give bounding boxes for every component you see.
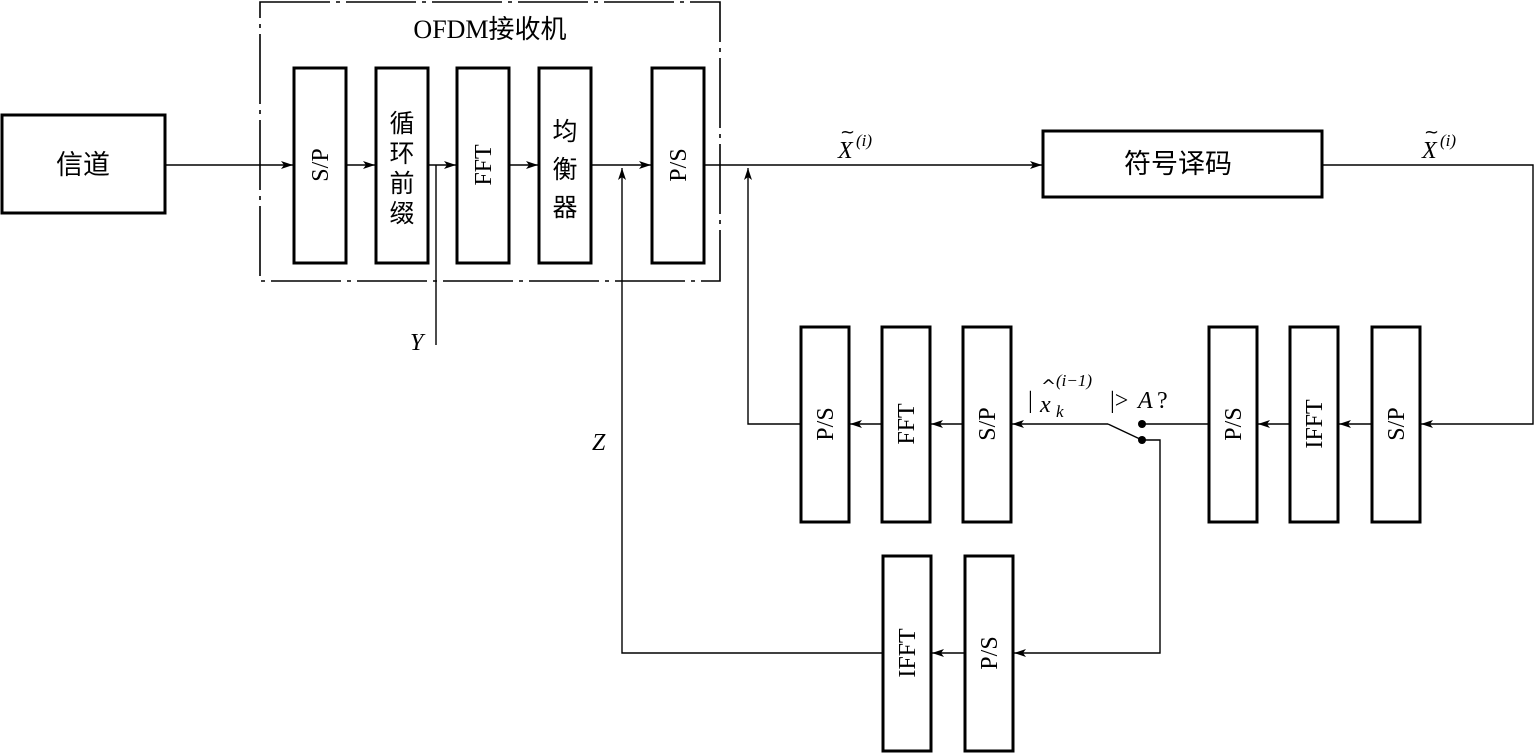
cp-chars-char: 前 [389,169,414,198]
svg-text:k: k [1056,402,1064,421]
y-label: Y [410,330,426,356]
svg-text:A: A [1136,388,1153,414]
ps-label-rx: P/S [666,148,692,181]
fft-label-rx: FFT [471,144,497,186]
equalizer-label: 均衡器 [552,117,577,222]
cp-chars-char: 循 [389,109,414,138]
svg-text:(i): (i) [1440,131,1456,150]
sp-block-mid [961,325,1013,524]
ps-label-mid: P/S [813,407,839,440]
x-main-tilde: ~ [840,122,855,143]
sp-block-fb [1370,325,1422,524]
ps-label-low: P/S [977,636,1003,669]
x-fb-label: X ~ (i) [1421,122,1456,164]
switch-blade [1107,423,1143,441]
x-fb-tilde: ~ [1424,122,1439,143]
eq-chars-char: 均 [552,117,577,146]
receiver-frame [259,1,721,282]
decoder-label: 符号译码 [1124,149,1232,180]
x-main-label: X ~ (i) [837,122,872,164]
fft-label-mid: FFT [894,403,920,445]
channel-label: 信道 [56,150,110,181]
threshold-condition: | x ^ (i−1) k |> A ? [1028,371,1168,421]
decoder-block [1041,129,1324,199]
eq-chars-char: 衡 [552,155,577,184]
fft-block-mid [880,325,932,524]
ifft-label-fb: IFFT [1302,399,1328,449]
eq-chars-char: 器 [552,193,577,222]
svg-text:X: X [837,138,854,164]
switch-contact-top [1138,420,1146,428]
sp-block-rx [292,66,348,265]
cp-block [374,66,430,265]
wire-ifftlow-z-return [618,168,883,654]
wire-psmid-return [744,168,801,425]
cp-chars-char: 缀 [389,199,414,228]
cp-label: 循环前缀 [389,109,414,228]
sp-label-fb: S/P [1384,407,1410,440]
wire-decoder-feedback [1322,164,1534,428]
threshold-hat: ^ [1041,376,1056,397]
ps-block-low [963,554,1015,753]
svg-text:|>: |> [1110,388,1128,414]
sp-label-rx: S/P [308,148,334,181]
svg-text:(i): (i) [856,131,872,150]
svg-text:x: x [1039,392,1051,418]
cp-chars-char: 环 [389,139,414,168]
ps-label-fb: P/S [1221,407,1247,440]
receiver-title: OFDM接收机 [413,15,566,44]
z-label: Z [592,430,606,456]
channel-block [0,113,167,215]
svg-text:(i−1): (i−1) [1056,371,1092,390]
ifft-label-low: IFFT [895,628,921,678]
sp-label-mid: S/P [975,407,1001,440]
wire-switch-pslow [1014,439,1161,657]
svg-text:|: | [1028,388,1033,414]
svg-text:?: ? [1157,388,1168,414]
svg-text:X: X [1421,138,1438,164]
